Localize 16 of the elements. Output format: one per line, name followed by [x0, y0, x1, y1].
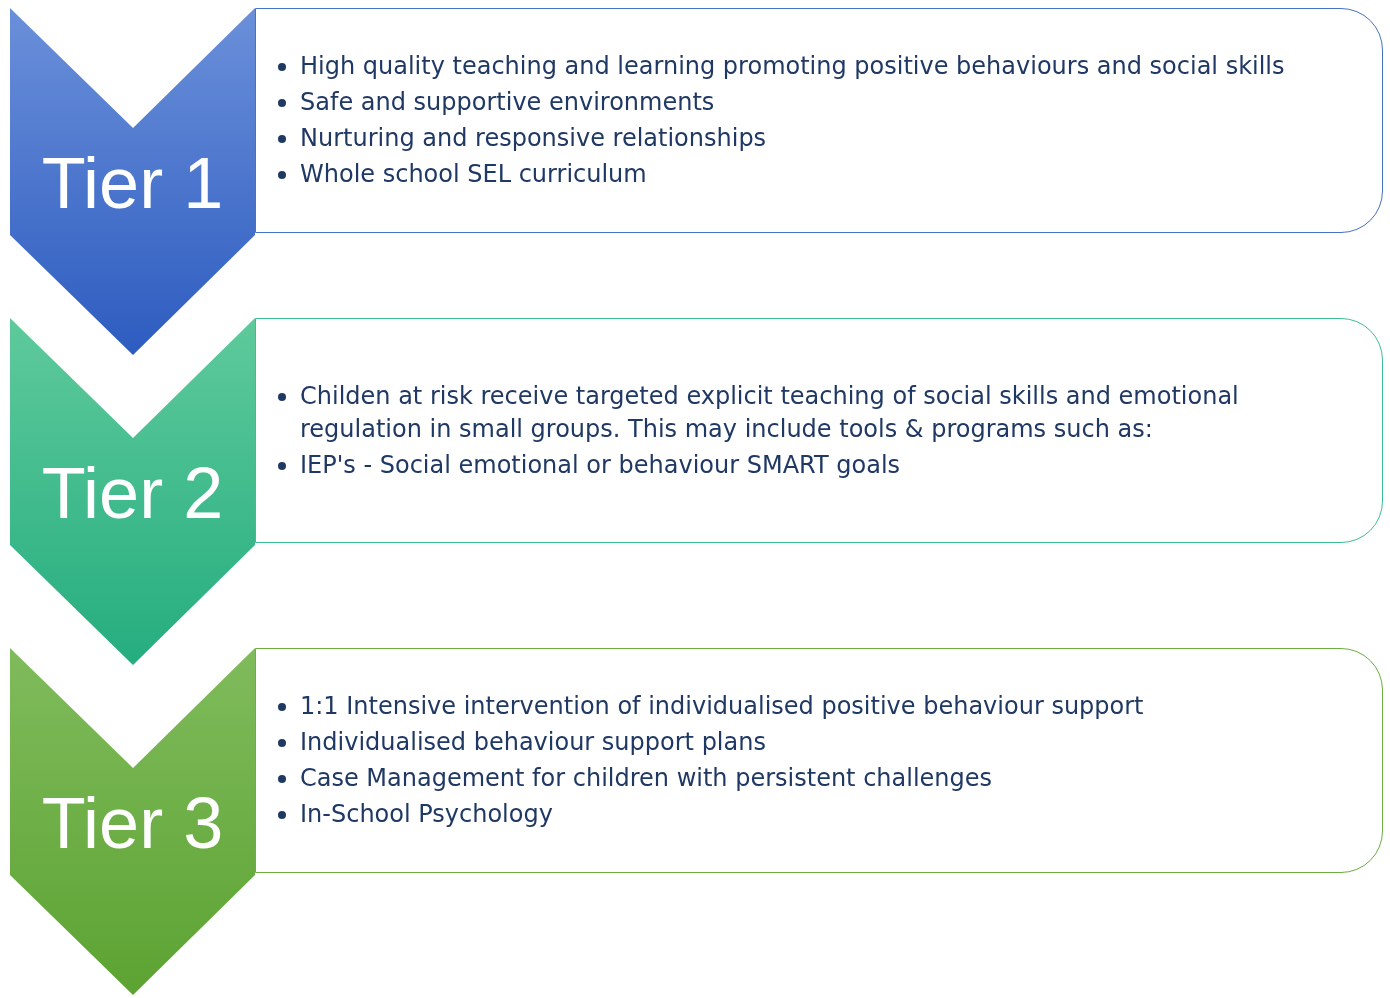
- bullet-text: IEP's - Social emotional or behaviour SMART goals: [300, 449, 901, 481]
- bullet-text: In-School Psychology: [300, 799, 553, 830]
- bullet-text: Whole school SEL curriculum: [300, 159, 647, 190]
- bullet-text: Nurturing and responsive relationships: [300, 123, 767, 154]
- content-box: [255, 8, 1383, 233]
- tier-label: Tier 3: [40, 783, 225, 863]
- bullet-text: High quality teaching and learning promoting positive behaviours and social skills: [300, 51, 1285, 82]
- tier-label: Tier 2: [40, 453, 225, 533]
- tier-label: Tier 1: [40, 143, 225, 223]
- bullet-text: Case Management for children with persistent challenges: [300, 763, 993, 794]
- content-box: [255, 648, 1383, 873]
- bullet-text: Safe and supportive environments: [300, 87, 715, 118]
- bullet-text: Childen at risk receive targeted explicit teaching of social skills and emotional regulation in small groups. This may include tools & programs such as:: [300, 380, 1240, 445]
- bullet-text: Individualised behaviour support plans: [300, 727, 766, 758]
- content-box: [255, 318, 1383, 543]
- bullet-text: 1:1 Intensive intervention of individualised positive behaviour support: [300, 691, 1144, 722]
